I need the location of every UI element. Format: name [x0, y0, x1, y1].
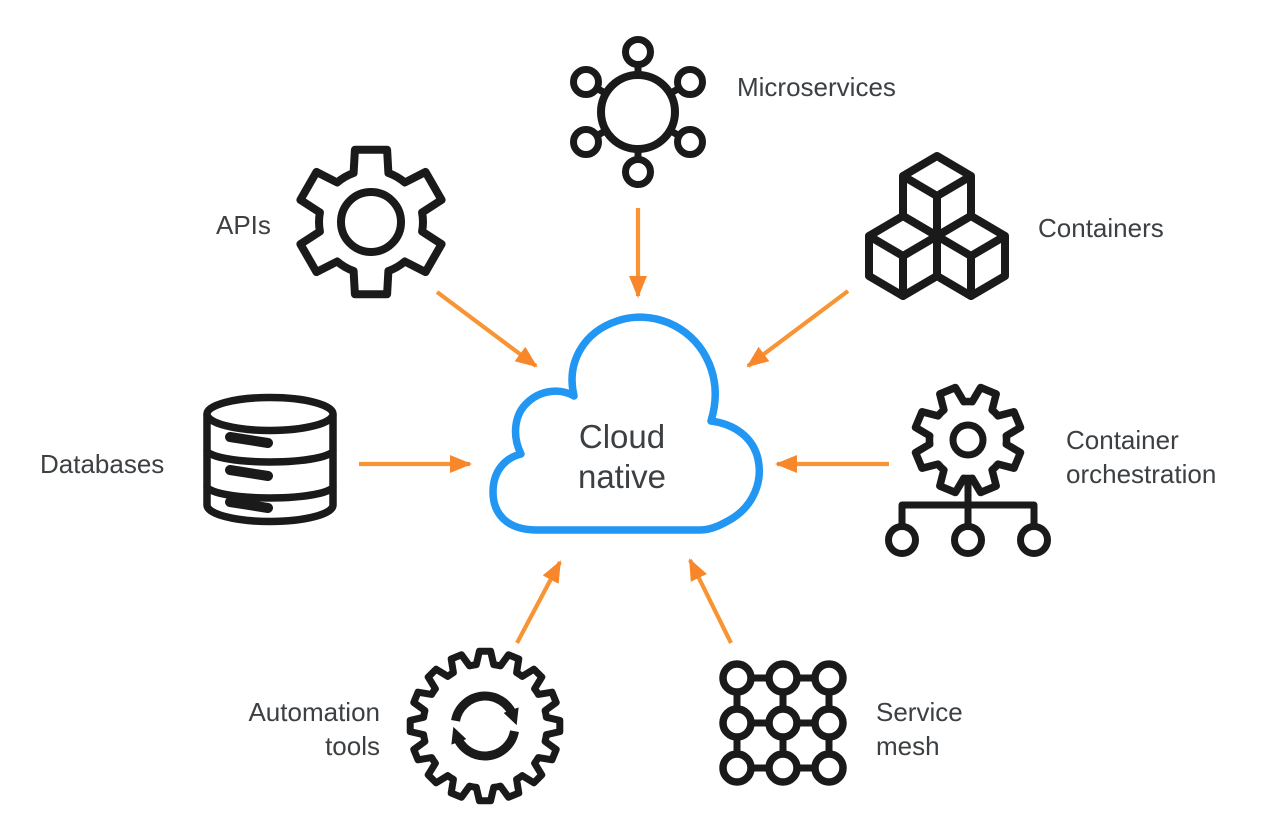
stacked-cubes-icon — [865, 152, 1009, 300]
cloud-native-label-line2: native — [577, 458, 667, 495]
cloud-native-label-line1: Cloud — [578, 418, 666, 455]
node-mesh-grid-icon — [719, 660, 847, 786]
label-microservices: Microservices — [737, 72, 896, 102]
arrow-automation-to-cloud — [515, 560, 562, 644]
cloud-native-label: Cloud native — [522, 417, 722, 497]
label-containers: Containers — [1038, 213, 1164, 243]
gear-tree-icon — [885, 383, 1051, 557]
label-apis: APIs — [216, 210, 271, 240]
arrow-servicemesh-to-cloud — [688, 558, 733, 644]
arrow-containers-to-cloud — [746, 289, 850, 368]
label-automation-tools: Automation tools — [248, 697, 380, 761]
gear-refresh-icon — [406, 647, 564, 805]
label-service-mesh: Service mesh — [876, 697, 963, 761]
label-databases: Databases — [40, 449, 165, 479]
hub-spoke-icon — [570, 36, 706, 188]
edge-arrows — [359, 208, 889, 644]
arrow-apis-to-cloud — [435, 290, 538, 368]
cloud-icon — [489, 313, 763, 534]
database-cylinder-icon — [203, 393, 337, 526]
label-container-orchestration: Container orchestration — [1066, 425, 1217, 489]
gear-icon — [296, 145, 446, 299]
